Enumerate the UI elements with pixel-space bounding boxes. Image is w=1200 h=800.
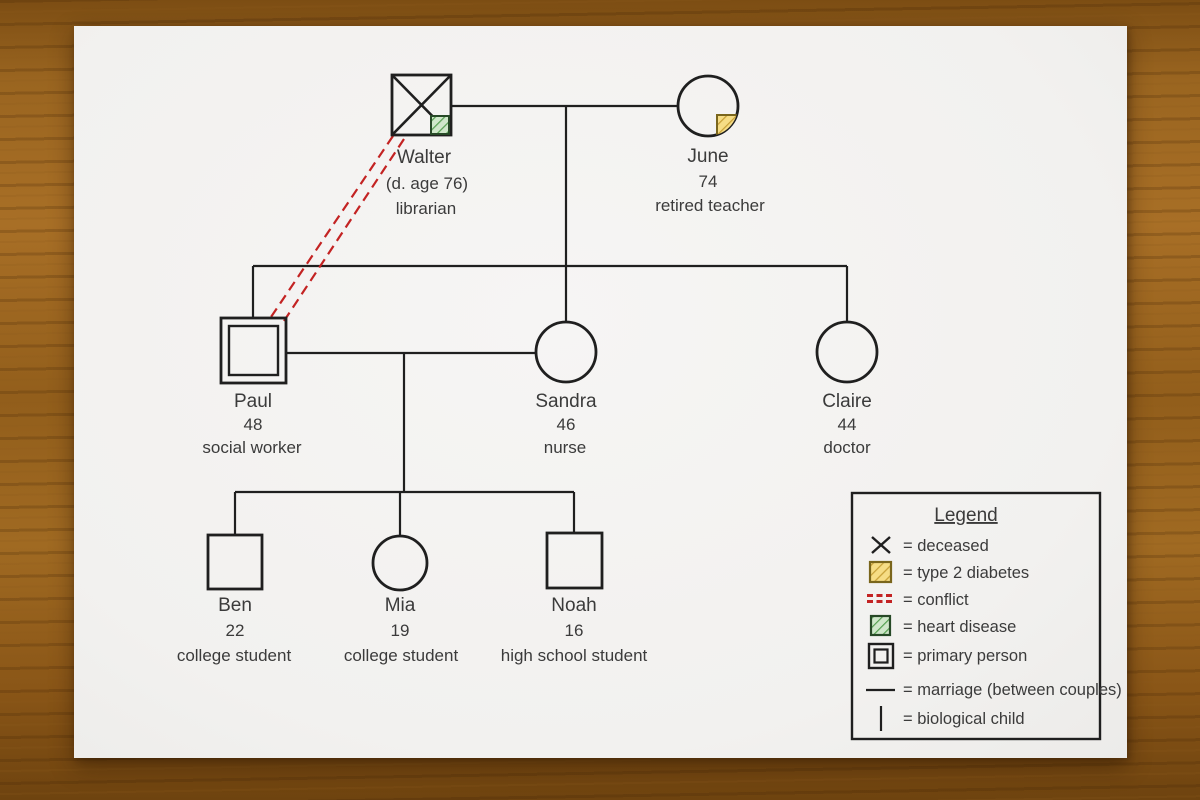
legend-row-deceased: = deceased bbox=[871, 536, 989, 555]
person-name: Walter bbox=[397, 147, 452, 168]
conflict-icon bbox=[867, 594, 894, 603]
person-detail: 19 bbox=[391, 621, 410, 640]
legend-title: Legend bbox=[934, 505, 997, 526]
person-noah: Noah 16 high school student bbox=[501, 531, 648, 665]
person-name: Claire bbox=[822, 391, 872, 412]
relationship-lines bbox=[233, 104, 849, 536]
female-circle bbox=[371, 534, 429, 592]
legend-row-conflict: = conflict bbox=[867, 591, 969, 609]
person-walter: Walter (d. age 76) librarian bbox=[386, 73, 468, 218]
legend-label: = primary person bbox=[903, 647, 1027, 665]
legend-label: = heart disease bbox=[903, 618, 1016, 636]
person-june: June 74 retired teacher bbox=[655, 74, 765, 215]
person-detail: 44 bbox=[838, 415, 857, 434]
person-occupation: social worker bbox=[202, 438, 302, 457]
paper-sheet bbox=[74, 26, 1127, 758]
person-name: Paul bbox=[234, 391, 272, 412]
deceased-x-icon bbox=[871, 536, 891, 554]
person-name: Sandra bbox=[535, 391, 597, 412]
legend-box bbox=[850, 491, 1102, 741]
person-sandra: Sandra 46 nurse bbox=[534, 320, 598, 457]
female-circle bbox=[534, 320, 598, 384]
person-detail: 16 bbox=[565, 621, 584, 640]
person-occupation: college student bbox=[344, 646, 459, 665]
person-mia: Mia 19 college student bbox=[344, 534, 459, 665]
legend-row-heart-disease: = heart disease bbox=[869, 614, 1016, 637]
type-2-diabetes-marker bbox=[716, 114, 738, 136]
heart-disease-icon bbox=[869, 614, 892, 637]
male-square bbox=[390, 73, 453, 137]
person-occupation: college student bbox=[177, 646, 292, 665]
female-circle bbox=[676, 74, 740, 138]
person-detail: (d. age 76) bbox=[386, 174, 468, 193]
legend-row-diabetes: = type 2 diabetes bbox=[868, 560, 1029, 584]
person-paul: Paul 48 social worker bbox=[202, 316, 302, 457]
legend-label: = type 2 diabetes bbox=[903, 564, 1029, 582]
female-circle bbox=[815, 320, 879, 384]
person-detail: 46 bbox=[557, 415, 576, 434]
legend-label: = conflict bbox=[903, 591, 969, 609]
male-square bbox=[545, 531, 604, 590]
legend-row-biological-child: = biological child bbox=[879, 706, 1025, 731]
legend: Legend = deceased = type 2 diabetes = co… bbox=[850, 491, 1122, 741]
type-2-diabetes-icon bbox=[868, 560, 893, 584]
person-name: June bbox=[687, 146, 728, 167]
heart-disease-marker bbox=[430, 115, 450, 135]
person-name: Noah bbox=[551, 595, 596, 616]
person-occupation: retired teacher bbox=[655, 196, 765, 215]
person-name: Ben bbox=[218, 595, 252, 616]
legend-label: = marriage (between couples) bbox=[903, 681, 1122, 699]
person-detail: 74 bbox=[699, 172, 718, 191]
person-claire: Claire 44 doctor bbox=[815, 320, 879, 457]
male-square bbox=[206, 533, 264, 591]
legend-row-primary-person: = primary person bbox=[867, 642, 1027, 670]
primary-person-icon bbox=[867, 642, 895, 670]
person-detail: 48 bbox=[244, 415, 263, 434]
legend-row-marriage: = marriage (between couples) bbox=[866, 681, 1122, 699]
person-occupation: librarian bbox=[396, 199, 456, 218]
person-occupation: high school student bbox=[501, 646, 648, 665]
person-name: Mia bbox=[385, 595, 416, 616]
conflict-line-walter-paul bbox=[270, 135, 405, 322]
legend-label: = deceased bbox=[903, 537, 989, 555]
person-occupation: doctor bbox=[823, 438, 871, 457]
person-detail: 22 bbox=[226, 621, 245, 640]
person-ben: Ben 22 college student bbox=[177, 533, 292, 665]
primary-person-outer-square bbox=[219, 316, 288, 385]
primary-person-inner-square bbox=[227, 324, 280, 377]
person-occupation: nurse bbox=[544, 438, 587, 457]
legend-label: = biological child bbox=[903, 710, 1025, 728]
